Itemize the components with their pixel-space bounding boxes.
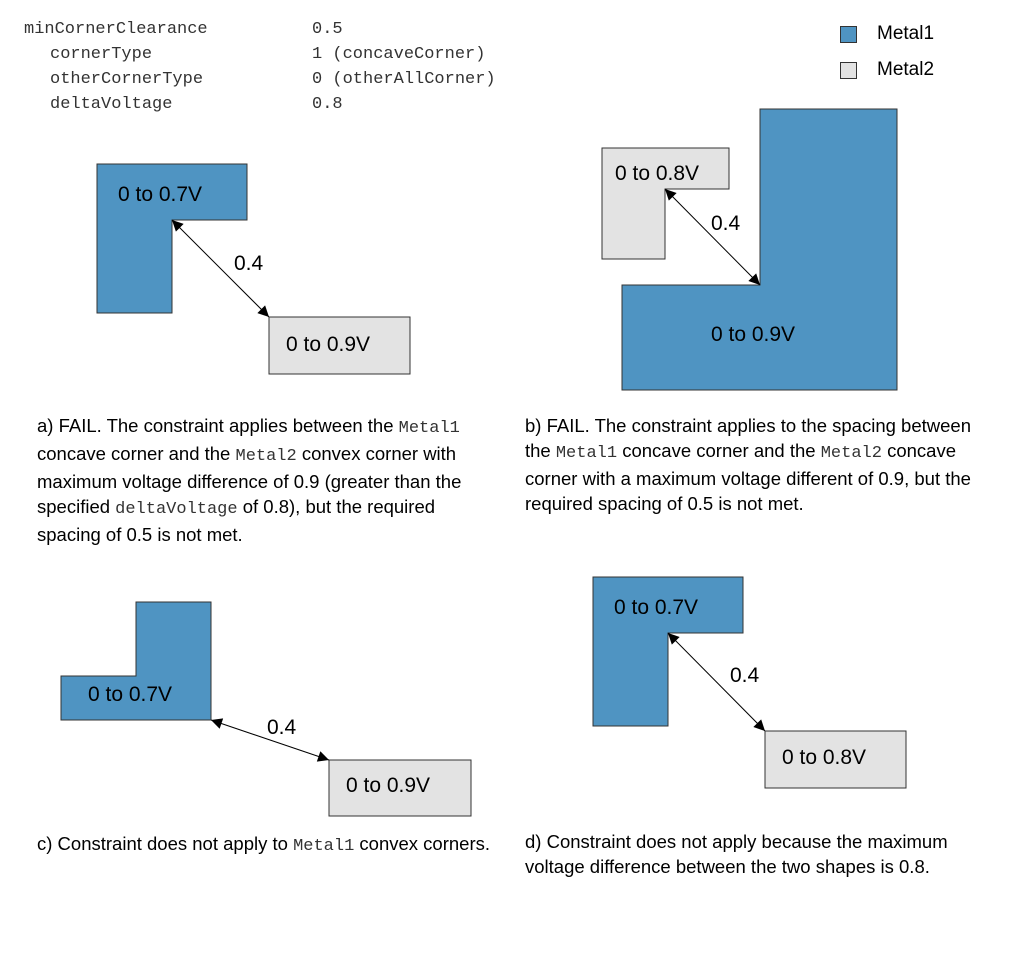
panel-c-spacing-label: 0.4: [267, 716, 297, 739]
param-row: deltaVoltage 0.8: [24, 92, 496, 117]
panel-c: 0 to 0.7V 0 to 0.9V 0.4: [60, 601, 472, 817]
param-value: 0.5: [312, 20, 343, 39]
param-value: 0.8: [312, 95, 343, 114]
legend-swatch-icon: [840, 25, 857, 43]
caption-text: convex corners.: [354, 833, 491, 854]
caption-text: d) Constraint does not apply because the…: [525, 831, 948, 877]
caption-text: convex corner with maximum voltage diffe…: [37, 443, 462, 517]
param-row: otherCornerType 0 (otherAllCorner): [24, 67, 496, 92]
legend-item-metal2: Metal2: [840, 52, 934, 88]
param-row: cornerType 1 (concaveCorner): [24, 42, 496, 67]
panel-c-metal1-label: 0 to 0.7V: [88, 683, 172, 706]
panel-b: 0 to 0.8V 0 to 0.9V 0.4: [601, 108, 898, 391]
panel-a-spacing-label: 0.4: [234, 252, 264, 275]
param-value: 0 (otherAllCorner): [312, 70, 496, 89]
param-key: deltaVoltage: [50, 95, 173, 114]
panel-b-metal2-label: 0 to 0.8V: [615, 162, 699, 185]
caption-text: of 0.8), but the required spacing of 0.5…: [37, 496, 436, 545]
panel-c-spacing-arrow: [210, 718, 330, 762]
panel-c-caption: c) Constraint does not apply to Metal1 c…: [37, 831, 492, 859]
code-term: deltaVoltage: [115, 500, 238, 519]
code-term: Metal2: [820, 444, 882, 463]
panel-d-spacing-arrow: [667, 632, 766, 732]
code-term: Metal1: [555, 444, 618, 463]
constraint-parameters: minCornerClearance 0.5 cornerType 1 (concav…: [24, 17, 496, 117]
param-value: 1 (concaveCorner): [312, 45, 486, 64]
caption-text: c) Constraint does not apply to: [37, 833, 294, 854]
caption-text: concave corner and the: [37, 443, 236, 464]
panel-d-caption: d) Constraint does not apply because the…: [525, 829, 955, 879]
code-term: Metal1: [398, 419, 460, 438]
panel-d-metal2-label: 0 to 0.8V: [782, 746, 866, 769]
panel-d: 0 to 0.7V 0 to 0.8V 0.4: [592, 576, 907, 789]
param-key: minCornerClearance: [24, 20, 208, 39]
caption-text: concave corner with a maximum voltage di…: [525, 440, 971, 514]
caption-text: a) FAIL. The constraint applies between …: [37, 415, 399, 436]
param-key: cornerType: [50, 45, 153, 64]
panel-c-metal1-shape: [60, 601, 212, 721]
panel-a-spacing-arrow: [171, 219, 270, 318]
param-row: minCornerClearance 0.5: [24, 17, 496, 42]
panel-a-caption: a) FAIL. The constraint applies between …: [37, 413, 492, 547]
panel-a-metal1-label: 0 to 0.7V: [118, 183, 202, 206]
panel-d-metal1-label: 0 to 0.7V: [614, 596, 698, 619]
param-key: otherCornerType: [50, 70, 204, 89]
panel-d-metal2-shape: [764, 730, 907, 789]
panel-c-metal2-label: 0 to 0.9V: [346, 774, 430, 797]
caption-text: concave corner and the: [617, 440, 821, 461]
panel-b-caption: b) FAIL. The constraint applies to the s…: [525, 413, 985, 516]
panel-b-spacing-arrow: [664, 188, 761, 286]
legend-label: Metal2: [877, 59, 935, 80]
panel-a-metal2-shape: [268, 316, 411, 375]
code-term: Metal2: [235, 447, 297, 466]
panel-b-spacing-label: 0.4: [711, 212, 741, 235]
legend-swatch-icon: [840, 61, 857, 79]
code-term: Metal1: [293, 837, 355, 856]
panel-b-metal1-label: 0 to 0.9V: [711, 323, 795, 346]
panel-c-metal2-shape: [328, 759, 472, 817]
panel-a: 0 to 0.7V 0 to 0.9V 0.4: [96, 163, 411, 375]
panel-d-spacing-label: 0.4: [730, 664, 760, 687]
legend-item-metal1: Metal1: [840, 16, 934, 52]
legend-label: Metal1: [877, 23, 935, 44]
panel-a-metal2-label: 0 to 0.9V: [286, 333, 370, 356]
caption-text: b) FAIL. The constraint applies to the s…: [525, 415, 971, 461]
